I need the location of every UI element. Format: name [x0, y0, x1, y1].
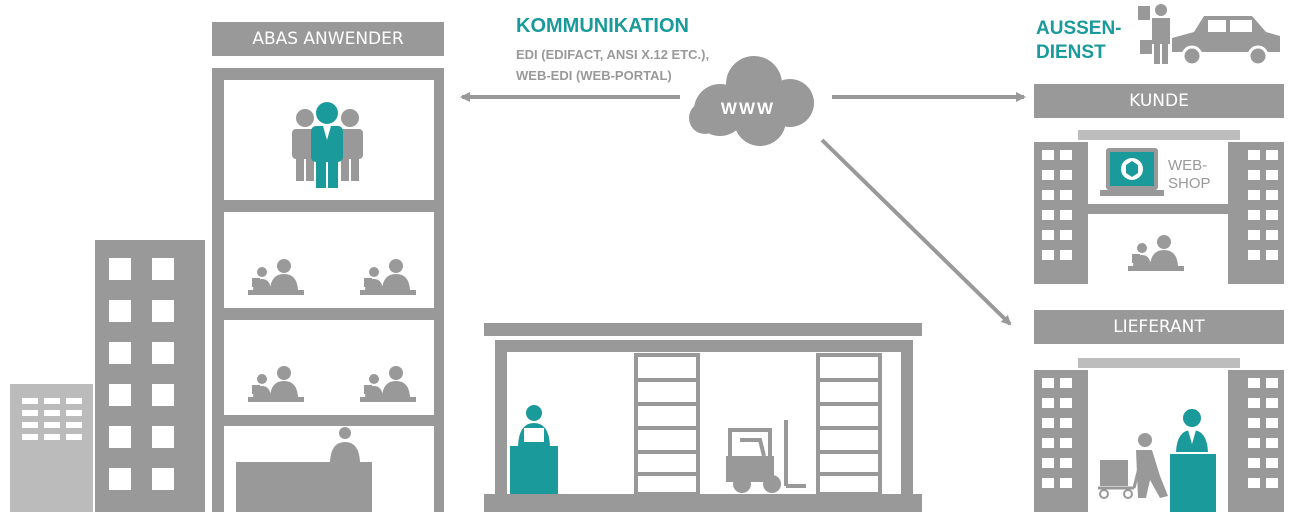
cloud-icon [689, 56, 814, 146]
warehouse [484, 323, 922, 512]
kommunikation-line1: EDI (EDIFACT, ANSI X.12 ETC.), [516, 47, 709, 62]
people-group-icon [292, 102, 363, 188]
arrow-to-lieferant [820, 138, 1012, 326]
kunde-label: KUNDE [1129, 91, 1189, 111]
www-label: WWW [721, 99, 775, 118]
warehouse-worker-icon [510, 405, 558, 494]
abas-anwender-building [212, 22, 444, 512]
small-building [10, 384, 93, 512]
laptop-icon [1100, 148, 1164, 196]
kommunikation-line2: WEB-EDI (WEB-PORTAL) [516, 68, 672, 83]
forklift-icon [726, 420, 806, 493]
supplier-clerk-icon [1170, 409, 1216, 512]
delivery-worker-icon [1098, 433, 1168, 499]
abas-anwender-label: ABAS ANWENDER [252, 29, 404, 49]
webshop-line2: SHOP [1168, 175, 1211, 192]
receptionist-icon [236, 427, 372, 512]
webshop-line1: WEB- [1168, 157, 1207, 174]
sales-rep-icon [1138, 4, 1170, 64]
car-icon [1172, 16, 1280, 67]
medium-building [95, 240, 205, 512]
aussendienst-line1: AUSSEN- [1036, 18, 1122, 39]
aussendienst-line2: DIENST [1036, 42, 1106, 63]
kommunikation-title: KOMMUNIKATION [516, 15, 689, 37]
lieferant-label: LIEFERANT [1113, 317, 1205, 337]
